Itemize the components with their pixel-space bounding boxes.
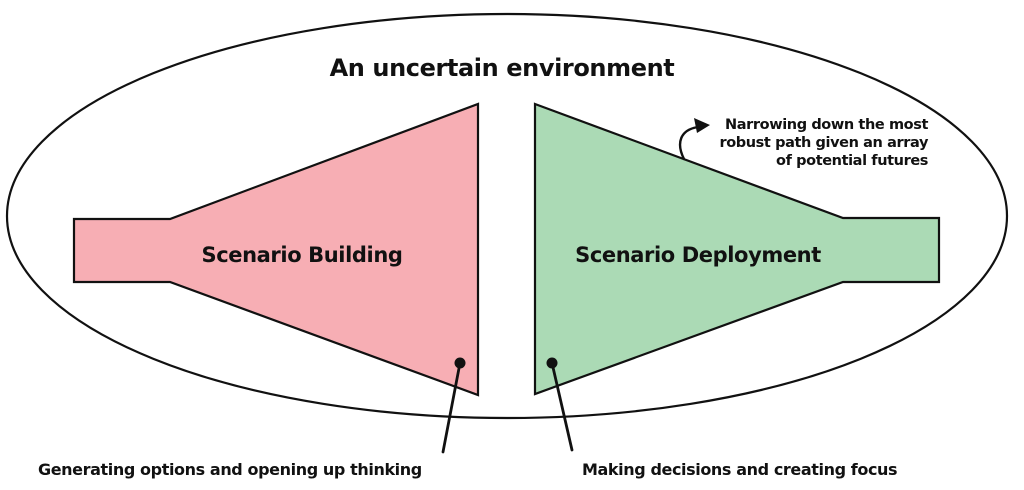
deployment-callout-line: [550, 361, 574, 452]
scenario-building-funnel: [72, 102, 480, 397]
uncertain-environment-ellipse: [5, 12, 1009, 420]
building-callout-dot: [454, 357, 466, 369]
annotation-text: Narrowing down the most robust path give…: [719, 117, 929, 169]
building-callout-line: [441, 361, 462, 454]
scenario-building-label: Scenario Building: [202, 243, 403, 267]
environment-title: An uncertain environment: [330, 54, 675, 82]
annotation-line-1: Narrowing down the most: [725, 117, 928, 133]
annotation-arrow: [678, 125, 700, 161]
scenario-deployment-label: Scenario Deployment: [575, 243, 821, 267]
building-caption: Generating options and opening up thinki…: [38, 460, 422, 479]
deployment-callout-dot: [546, 357, 558, 369]
deployment-caption: Making decisions and creating focus: [582, 460, 897, 479]
annotation-arrowhead-icon: [694, 118, 710, 133]
scenario-deployment-funnel: [533, 102, 941, 396]
annotation-line-2: robust path given an array: [719, 135, 928, 151]
annotation-line-3: of potential futures: [776, 153, 928, 169]
